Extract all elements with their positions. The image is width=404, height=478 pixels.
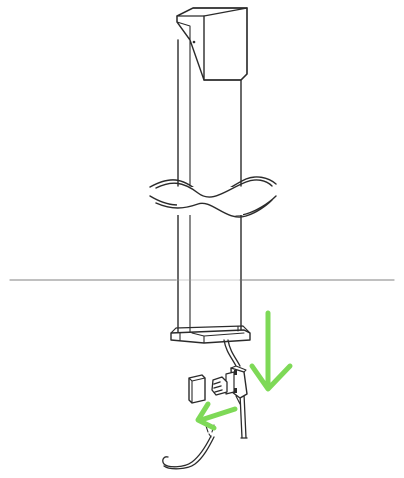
bollard-post-icon [175, 39, 244, 334]
mounting-plate-icon [170, 325, 251, 344]
arrow-down-left-icon [195, 401, 238, 431]
arrow-down-icon [249, 310, 293, 392]
cable-connector-icon [211, 365, 248, 405]
connector-cover-icon [188, 374, 206, 404]
lamp-head-box-icon [176, 7, 248, 81]
break-wave-icon [149, 176, 277, 218]
